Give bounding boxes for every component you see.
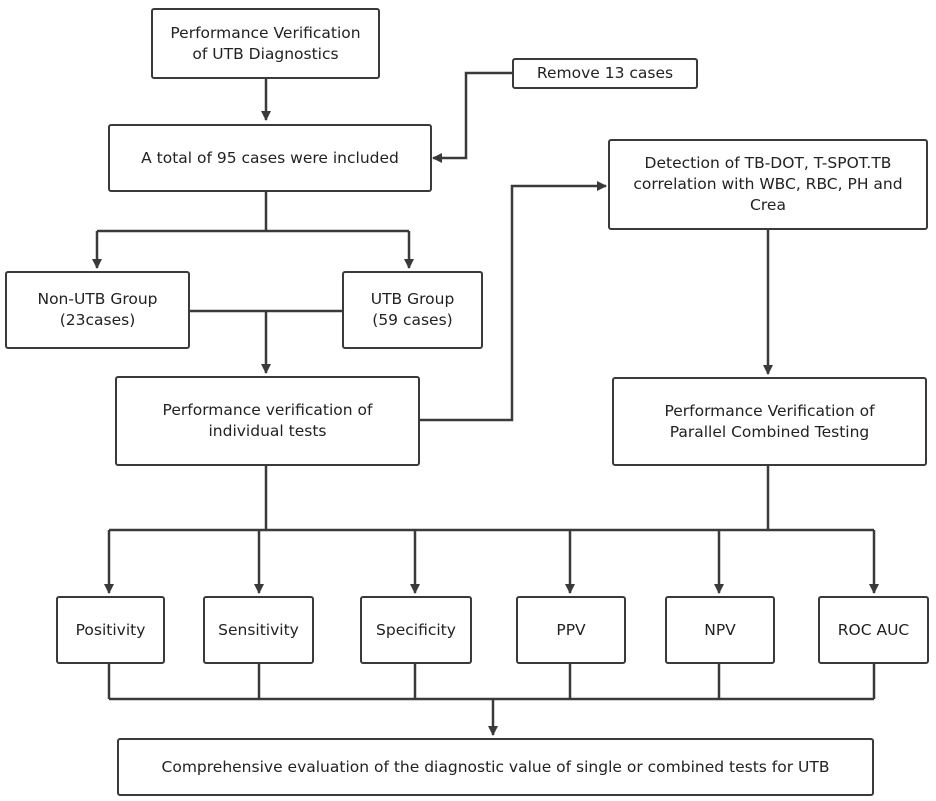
node-line: Remove 13 cases [536,64,674,83]
node-detection: Detection of TB-DOT, T-SPOT.TB correlatio… [608,139,928,230]
node-positivity: Positivity [56,596,165,664]
node-line: Detection of TB-DOT, T-SPOT.TB [644,154,892,173]
node-roc-auc: ROC AUC [818,596,929,664]
edge-individual-to-detection [420,181,607,422]
node-total-cases: A total of 95 cases were included [108,124,432,192]
node-sensitivity: Sensitivity [203,596,314,664]
node-remove-cases: Remove 13 cases [512,58,698,89]
node-line: Performance verification of [162,401,373,420]
node-line: Performance Verification of [664,401,875,420]
node-specificity: Specificity [360,596,472,664]
node-line: correlation with WBC, RBC, PH and [633,175,903,194]
node-performance-verification-utb: Performance Verification of UTB Diagnosti… [151,8,380,79]
node-line: UTB Group [370,290,455,309]
node-line: (59 cases) [372,311,453,329]
node-parallel-combined-testing: Performance Verification of Parallel Comb… [612,377,927,466]
node-individual-tests: Performance verification of individual te… [115,376,420,466]
edge-remove-to-total [432,71,512,163]
node-line: A total of 95 cases were included [141,148,399,167]
node-non-utb-group: Non-UTB Group (23cases) [5,271,190,349]
node-line: of UTB Diagnostics [192,44,339,63]
node-line: Crea [750,195,786,214]
node-comprehensive-evaluation: Comprehensive evaluation of the diagnost… [117,738,874,796]
node-line: Performance Verification [170,23,361,42]
node-line: Comprehensive evaluation of the diagnost… [161,757,830,776]
node-line: PPV [556,620,586,639]
node-line: NPV [704,620,736,639]
node-line: Sensitivity [218,620,299,639]
node-line: Positivity [75,620,146,639]
node-line: individual tests [208,422,327,440]
node-line: (23cases) [59,311,136,329]
node-utb-group: UTB Group (59 cases) [342,271,483,349]
node-line: Non-UTB Group [37,290,158,309]
node-ppv: PPV [516,596,626,664]
node-line: Parallel Combined Testing [669,422,870,441]
node-npv: NPV [665,596,775,664]
node-line: Specificity [376,620,456,639]
node-line: ROC AUC [837,620,910,639]
